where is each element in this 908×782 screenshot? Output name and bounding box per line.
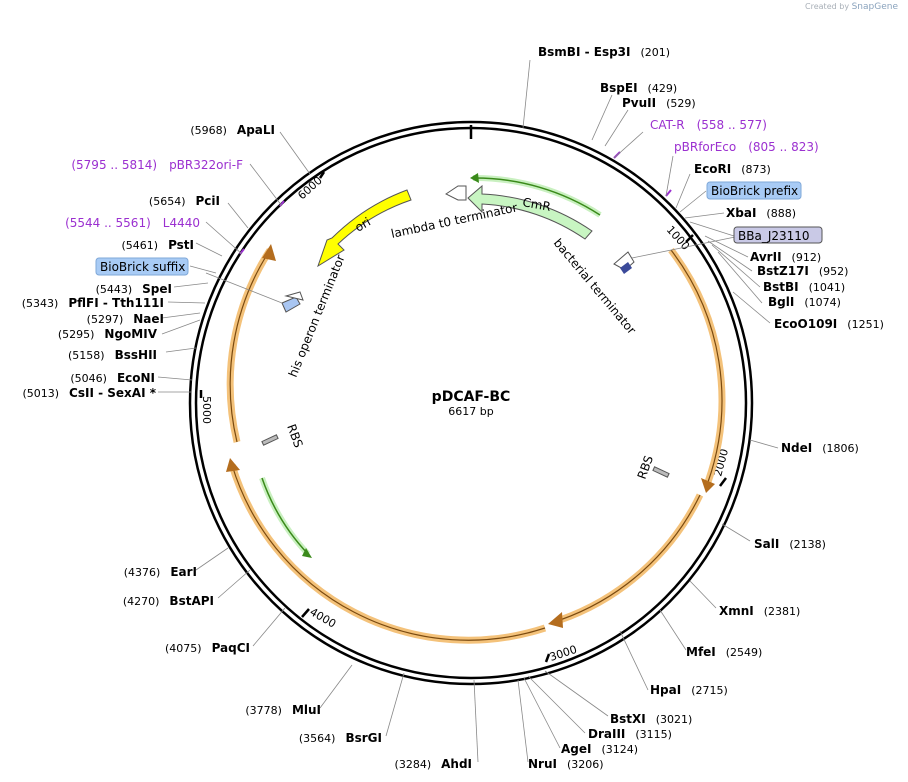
- site-draiii: DraIII(3115): [588, 727, 672, 741]
- backbone-outer: [188, 120, 754, 686]
- site-csii: (5013)CsII - SexAI *: [22, 386, 156, 400]
- cmr-label: CmR: [521, 195, 551, 214]
- ori-label: ori: [353, 215, 374, 235]
- site-pvuii: PvuII(529): [622, 96, 696, 110]
- site-bstz17i: BstZ17I(952): [757, 264, 848, 278]
- primer-l4440: (5544 .. 5561)L4440: [65, 216, 200, 230]
- credit-prefix: Created by: [805, 2, 850, 11]
- site-ngomiv: (5295)NgoMIV: [58, 327, 158, 341]
- biobrick-prefix-label: BioBrick prefix: [711, 184, 798, 198]
- rbs-label-right: RBS: [635, 454, 656, 481]
- his-terminator-label: his operon terminator: [286, 253, 348, 379]
- rbs-marker-left: [261, 434, 279, 446]
- site-bstbi: BstBI(1041): [763, 280, 845, 294]
- primer-cat-r: CAT-R(558 .. 577): [650, 118, 767, 132]
- rbs-marker-right: [652, 466, 670, 478]
- bacterial-terminator-marker: [613, 251, 635, 274]
- site-bsshii: (5158)BssHII: [68, 348, 157, 362]
- orf-arc-bottom: [226, 458, 547, 644]
- orf-arc-right: [668, 247, 726, 493]
- snapgene-credit: Created by SnapGene: [805, 2, 898, 12]
- site-avrii: AvrII(912): [750, 250, 821, 264]
- bacterial-terminator-label: bacterial terminator: [551, 236, 639, 337]
- biobrick-suffix-box: [95, 257, 189, 276]
- lambda-terminator-marker: [445, 185, 467, 201]
- site-ahdi: (3284)AhdI: [395, 757, 472, 771]
- primer-pbrforeco: pBRforEco(805 .. 823): [674, 140, 819, 154]
- green-orf-lower-left: [259, 477, 312, 558]
- site-bspei: BspEI(429): [600, 81, 677, 95]
- site-bgli: BglI(1074): [768, 295, 841, 309]
- site-apali: (5968)ApaLI: [190, 123, 275, 137]
- site-nrui: NruI(3206): [528, 757, 604, 771]
- orf-arc-bottom-right: [548, 493, 704, 628]
- site-econi: (5046)EcoNI: [70, 371, 155, 385]
- site-bstapi: (4270)BstAPI: [123, 594, 214, 608]
- site-agei: AgeI(3124): [561, 742, 638, 756]
- tick-3000: 3000: [548, 643, 579, 664]
- site-pcii: (5654)PciI: [149, 194, 220, 208]
- site-ecori: EcoRI(873): [694, 162, 771, 176]
- biobrick-prefix-box: [706, 181, 802, 200]
- primer-marks: [239, 151, 672, 255]
- bba-j23110-box: [733, 226, 823, 244]
- site-mfei: MfeI(2549): [686, 645, 762, 659]
- site-mlui: (3778)MluI: [245, 703, 321, 717]
- snapgene-logo: SnapGene: [851, 2, 898, 12]
- plasmid-name: pDCAF-BC: [432, 389, 511, 405]
- orf-arc-left: [226, 244, 276, 443]
- leader-lines: [157, 59, 779, 763]
- site-hpai: HpaI(2715): [650, 683, 728, 697]
- site-xbai: XbaI(888): [726, 206, 796, 220]
- site-spei: (5443)SpeI: [96, 282, 172, 296]
- site-xmni: XmnI(2381): [719, 604, 800, 618]
- site-psti: (5461)PstI: [121, 238, 194, 252]
- site-ndei: NdeI(1806): [781, 441, 859, 455]
- site-bsrgi: (3564)BsrGI: [299, 731, 382, 745]
- green-orf-top: [470, 173, 602, 218]
- tick-5000: 5000: [200, 396, 213, 424]
- site-paqci: (4075)PaqCI: [165, 641, 250, 655]
- ori-feature: [317, 189, 412, 268]
- site-bsmbi: BsmBI - Esp3I(201): [538, 45, 670, 59]
- site-pflfi: (5343)PflFI - Tth111I: [22, 296, 164, 310]
- biobrick-suffix-label: BioBrick suffix: [100, 260, 185, 274]
- his-terminator-marker: [281, 291, 304, 313]
- rbs-label-left: RBS: [284, 422, 305, 449]
- site-eari: (4376)EarI: [124, 565, 197, 579]
- site-bstxi: BstXI(3021): [610, 712, 692, 726]
- cmr-feature: [467, 184, 593, 240]
- site-ecoo109i: EcoO109I(1251): [774, 317, 884, 331]
- lambda-terminator-label: lambda t0 terminator: [390, 200, 519, 240]
- site-sali: SalI(2138): [754, 537, 826, 551]
- bba-j23110-label: BBa_J23110: [738, 229, 810, 243]
- site-naei: (5297)NaeI: [87, 312, 164, 326]
- primer-pbr322ori-f: (5795 .. 5814)pBR322ori-F: [71, 158, 243, 172]
- scale-ticks: [199, 171, 727, 663]
- plasmid-length: 6617 bp: [448, 405, 493, 418]
